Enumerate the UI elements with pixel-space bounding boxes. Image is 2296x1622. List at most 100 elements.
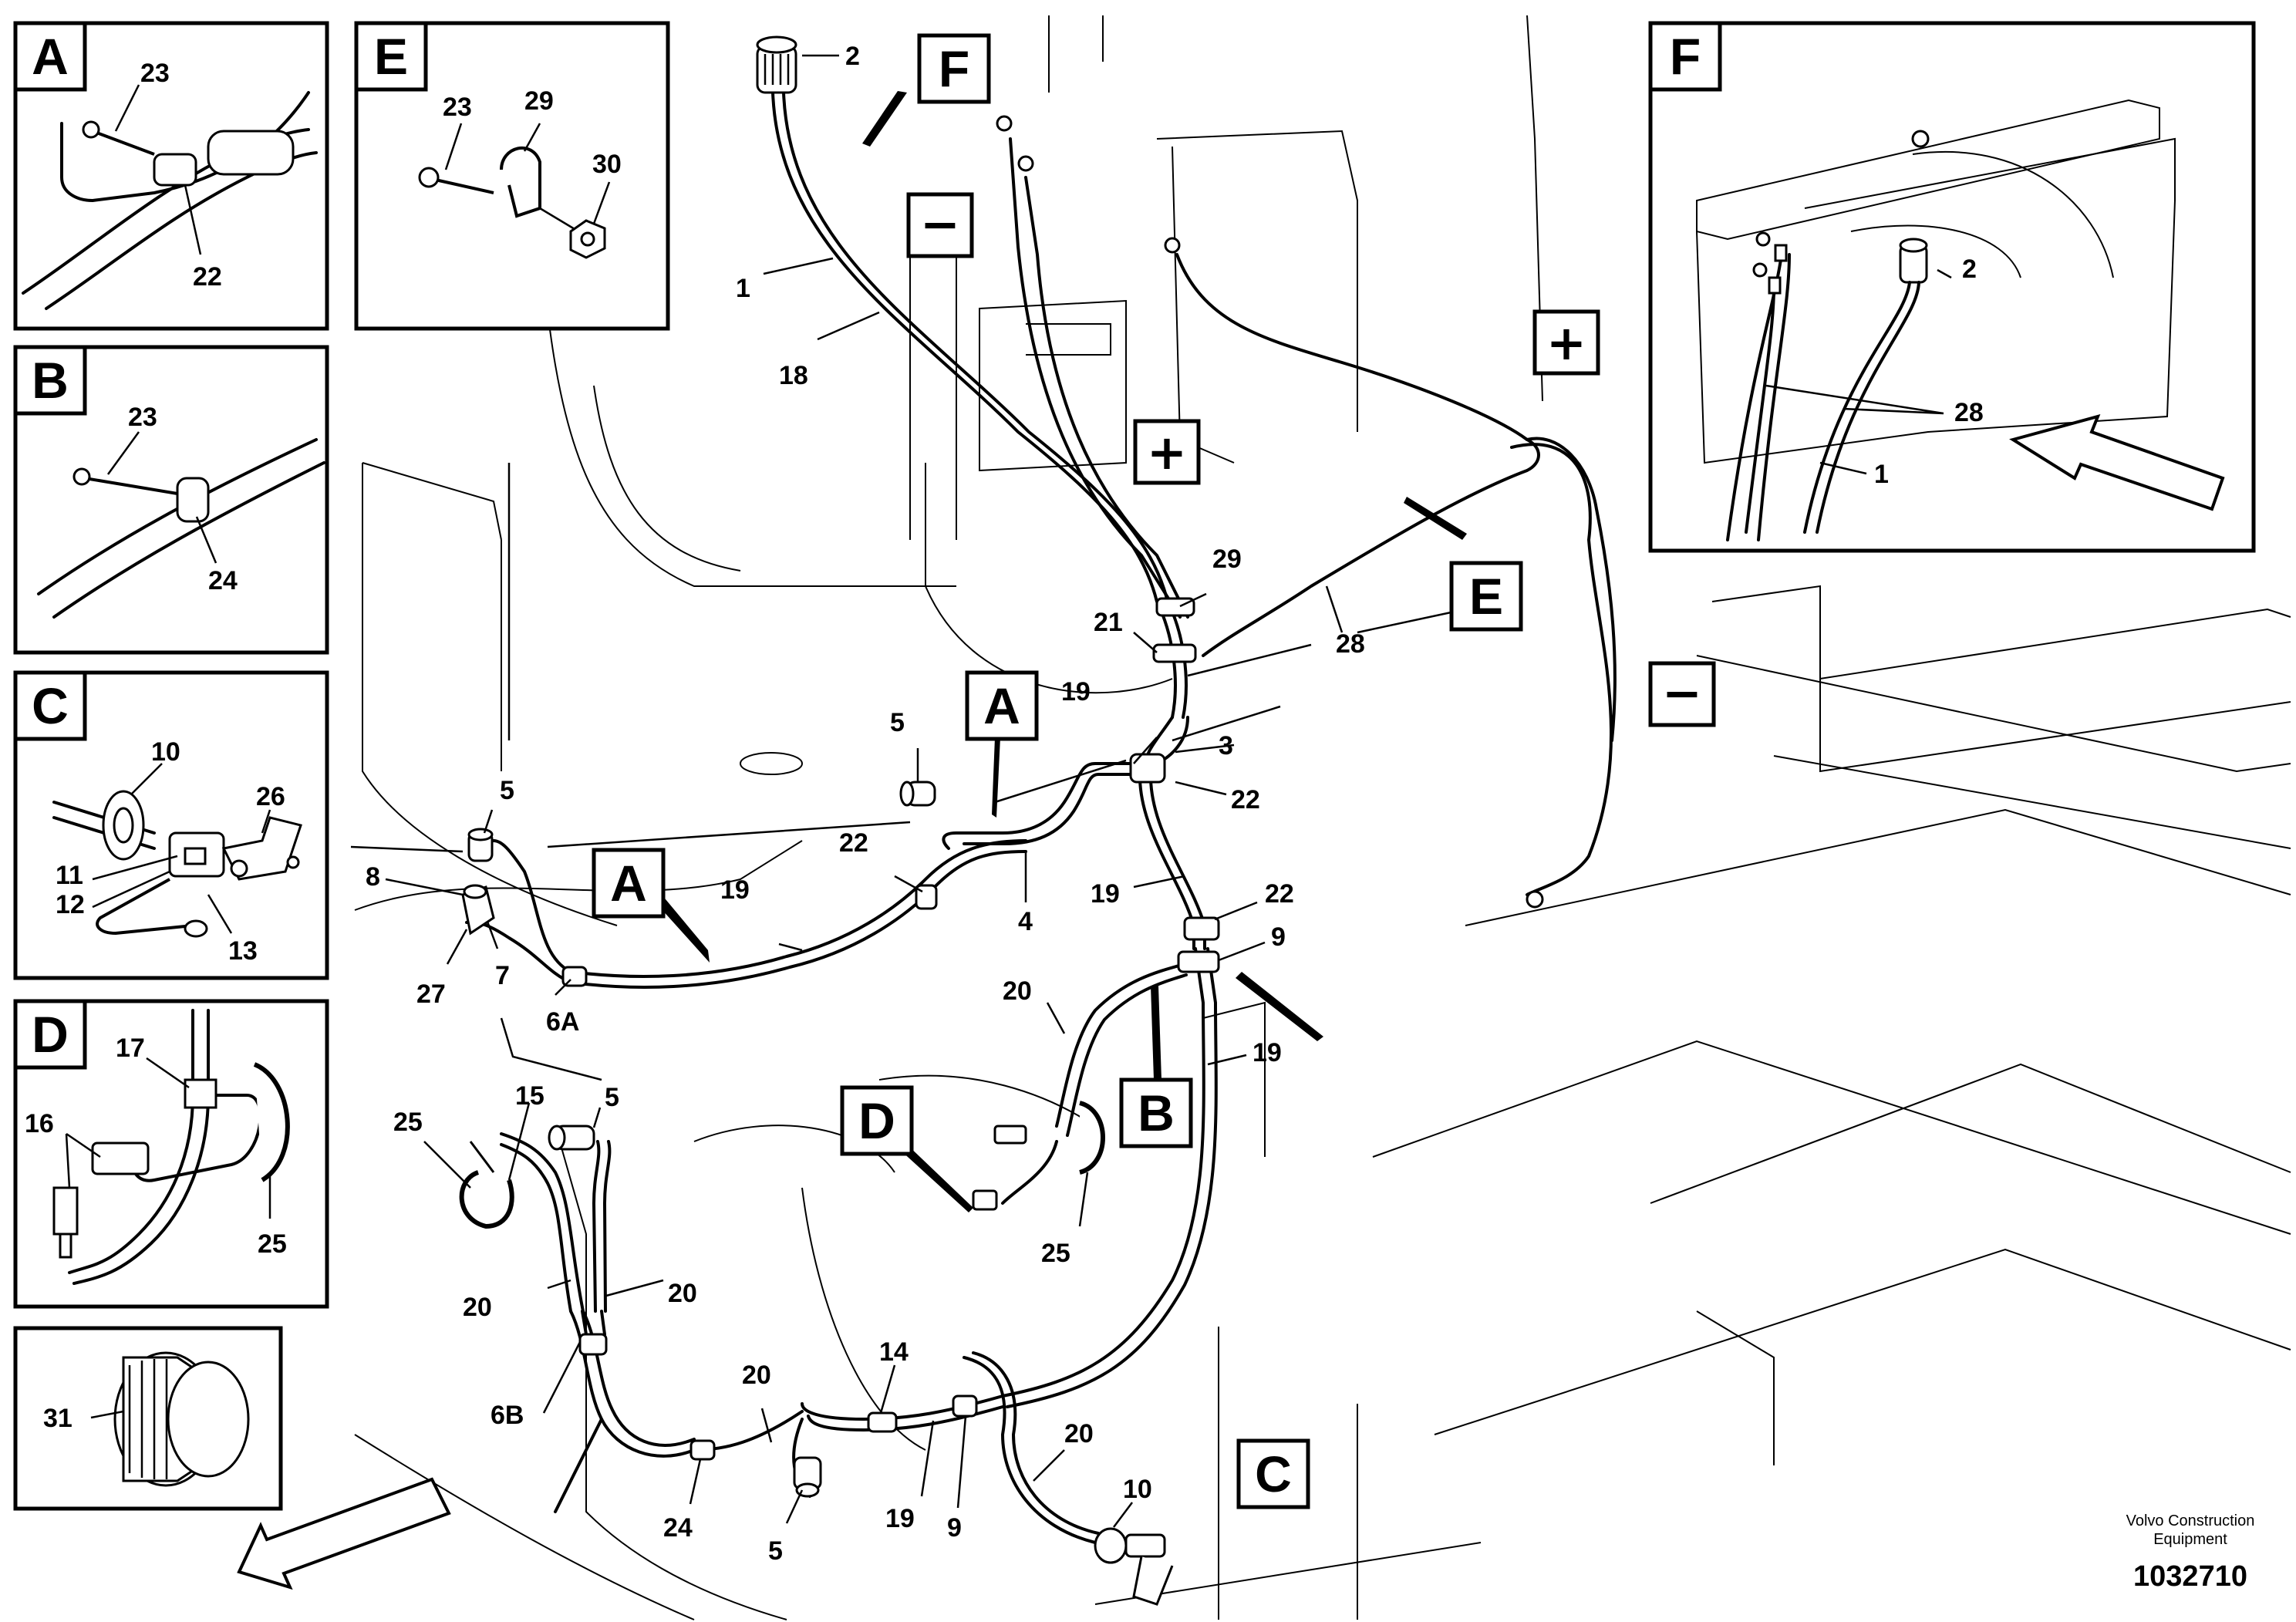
svg-text:23: 23 bbox=[443, 93, 472, 122]
plus-tag-right: + bbox=[1532, 309, 1600, 376]
cap-icon bbox=[113, 1351, 250, 1487]
callout-5-mid: 5 bbox=[605, 1083, 619, 1112]
svg-text:+: + bbox=[1147, 424, 1187, 481]
callout-15: 15 bbox=[515, 1081, 544, 1111]
cap-panel: 31 bbox=[13, 1326, 283, 1511]
callout-5-a: 5 bbox=[890, 708, 905, 737]
callout-20-left: 20 bbox=[463, 1293, 492, 1322]
callout-20-mid: 20 bbox=[668, 1279, 697, 1308]
tie-strap-icon bbox=[253, 1062, 290, 1182]
view-tag-c: C bbox=[1236, 1438, 1310, 1509]
callout-22-mid: 22 bbox=[839, 828, 868, 858]
detail-panel-f: F 2 28 1 bbox=[1648, 21, 2256, 553]
svg-text:−: − bbox=[920, 196, 960, 252]
svg-text:31: 31 bbox=[43, 1404, 72, 1433]
callout-8: 8 bbox=[366, 862, 380, 892]
svg-text:D: D bbox=[858, 1092, 895, 1149]
callout-25-d: 25 bbox=[1041, 1239, 1070, 1268]
svg-text:13: 13 bbox=[228, 936, 258, 966]
svg-text:1: 1 bbox=[1874, 460, 1889, 489]
footer: Volvo Construction Equipment 1032710 bbox=[2126, 1512, 2255, 1593]
svg-text:E: E bbox=[374, 28, 408, 85]
callout-6A: 6A bbox=[546, 1007, 579, 1037]
detail-panel-b: B 23 24 bbox=[13, 345, 329, 655]
callout-29: 29 bbox=[1212, 545, 1242, 574]
detail-panel-c: C 10 26 11 12 13 bbox=[13, 670, 329, 980]
view-tag-a-upper: A bbox=[965, 670, 1039, 741]
minus-tag-upper: − bbox=[906, 192, 974, 258]
svg-text:24: 24 bbox=[208, 566, 238, 595]
callout-20-b: 20 bbox=[1003, 976, 1032, 1006]
svg-text:C: C bbox=[32, 677, 69, 734]
svg-text:10: 10 bbox=[151, 737, 180, 767]
view-tag-b: B bbox=[1119, 1077, 1193, 1148]
callout-19-b: 19 bbox=[1253, 1038, 1282, 1067]
view-direction-arrow-icon bbox=[2009, 414, 2225, 511]
callout-1: 1 bbox=[736, 274, 750, 303]
callout-5-left: 5 bbox=[500, 776, 514, 805]
callout-9-lower: 9 bbox=[947, 1513, 962, 1543]
svg-text:C: C bbox=[1255, 1445, 1292, 1502]
sensor-icon bbox=[899, 781, 936, 807]
brand-line-1: Volvo Construction bbox=[2126, 1512, 2255, 1529]
svg-text:−: − bbox=[1662, 665, 1702, 721]
connector-icon bbox=[1899, 238, 1928, 284]
svg-text:B: B bbox=[1138, 1084, 1175, 1141]
svg-text:29: 29 bbox=[524, 86, 554, 116]
callout-19-right: 19 bbox=[1091, 879, 1120, 909]
detail-panel-d: D 17 16 25 bbox=[13, 999, 329, 1309]
callout-21: 21 bbox=[1094, 608, 1123, 637]
svg-text:F: F bbox=[1670, 28, 1701, 85]
plus-tag-middle: + bbox=[1133, 419, 1201, 485]
callout-6B: 6B bbox=[491, 1401, 524, 1430]
callout-20-lower: 20 bbox=[742, 1361, 771, 1390]
sensor-icon bbox=[467, 828, 494, 862]
svg-text:F: F bbox=[939, 40, 969, 97]
svg-text:16: 16 bbox=[25, 1109, 54, 1138]
callout-3: 3 bbox=[1219, 731, 1233, 760]
svg-text:B: B bbox=[32, 352, 69, 409]
callout-2: 2 bbox=[845, 42, 860, 71]
view-tag-a-lower: A bbox=[592, 848, 666, 919]
callout-4: 4 bbox=[1018, 907, 1033, 936]
view-tag-e: E bbox=[1449, 561, 1523, 632]
detail-panel-e: E 23 29 30 bbox=[354, 21, 670, 331]
direction-arrow-icon bbox=[237, 1477, 451, 1590]
svg-text:23: 23 bbox=[128, 403, 157, 432]
tie-strap-icon bbox=[459, 1170, 514, 1229]
svg-text:28: 28 bbox=[1954, 398, 1984, 427]
callout-27: 27 bbox=[416, 980, 446, 1009]
callout-25-left: 25 bbox=[393, 1108, 423, 1137]
connector-icon bbox=[756, 35, 797, 94]
callout-19-lower: 19 bbox=[885, 1504, 915, 1533]
callout-19-mid: 19 bbox=[720, 875, 750, 905]
detail-panel-a: A 23 22 bbox=[13, 21, 329, 331]
view-tag-d: D bbox=[840, 1085, 914, 1156]
machine-outline bbox=[354, 15, 2291, 1620]
clamp-icon bbox=[1183, 916, 1220, 941]
tie-strap-icon bbox=[1079, 1101, 1105, 1175]
svg-text:A: A bbox=[610, 855, 647, 912]
callout-24: 24 bbox=[663, 1513, 693, 1543]
view-tag-f: F bbox=[917, 33, 991, 104]
svg-text:12: 12 bbox=[56, 890, 85, 919]
svg-text:30: 30 bbox=[592, 150, 622, 179]
svg-text:A: A bbox=[983, 677, 1020, 734]
callout-22-top: 22 bbox=[1231, 785, 1260, 814]
svg-text:25: 25 bbox=[258, 1229, 287, 1259]
callout-14: 14 bbox=[879, 1337, 909, 1367]
svg-text:+: + bbox=[1546, 315, 1586, 371]
callout-19-top: 19 bbox=[1061, 677, 1091, 706]
callout-5-lower: 5 bbox=[768, 1536, 783, 1566]
main-parts bbox=[459, 35, 1544, 1606]
svg-text:2: 2 bbox=[1962, 255, 1977, 284]
svg-text:11: 11 bbox=[56, 861, 83, 890]
drawing-number: 1032710 bbox=[2133, 1560, 2247, 1593]
callout-28: 28 bbox=[1336, 629, 1365, 659]
callout-10: 10 bbox=[1123, 1475, 1152, 1504]
callout-18: 18 bbox=[779, 361, 808, 390]
svg-text:23: 23 bbox=[140, 59, 170, 88]
view-tags: F A A E B D C − bbox=[592, 33, 1716, 1509]
clamp-icon bbox=[1152, 643, 1197, 663]
